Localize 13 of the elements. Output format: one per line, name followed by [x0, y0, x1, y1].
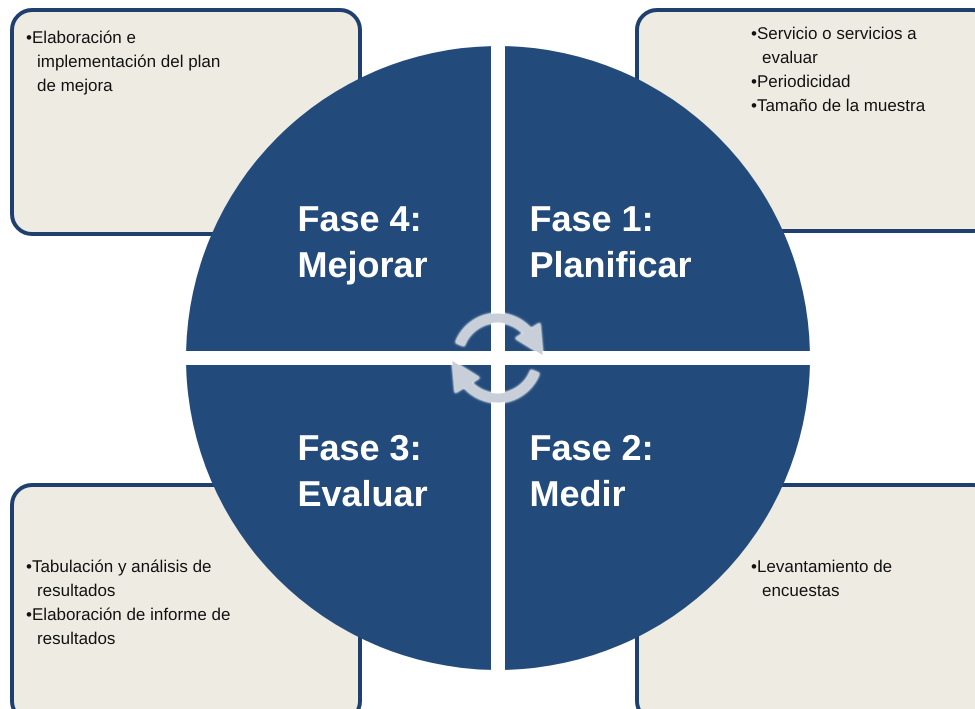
cycle-arrow [452, 360, 540, 402]
bullet-item: •Tamaño de la muestra [751, 95, 926, 117]
phase-title: Fase 3: Evaluar [298, 426, 429, 516]
phase-title: Fase 4: Mejorar [298, 197, 429, 287]
phase-title: Fase 1: Planificar [530, 197, 693, 287]
bullet-item: •Servicio o servicios a evaluar [751, 23, 918, 69]
phase-title: Fase 2: Medir [530, 426, 655, 516]
bullet-item: •Tabulación y análisis de resultados [26, 556, 213, 602]
bullet-item: •Elaboración de informe de resultados [26, 604, 232, 650]
bullet-item: •Elaboración e implementación del plan de mejora [26, 27, 222, 97]
bullet-item: •Periodicidad [751, 71, 852, 93]
bullet-item: •Levantamiento de encuestas [751, 556, 894, 602]
cycle-arrow [456, 314, 543, 356]
